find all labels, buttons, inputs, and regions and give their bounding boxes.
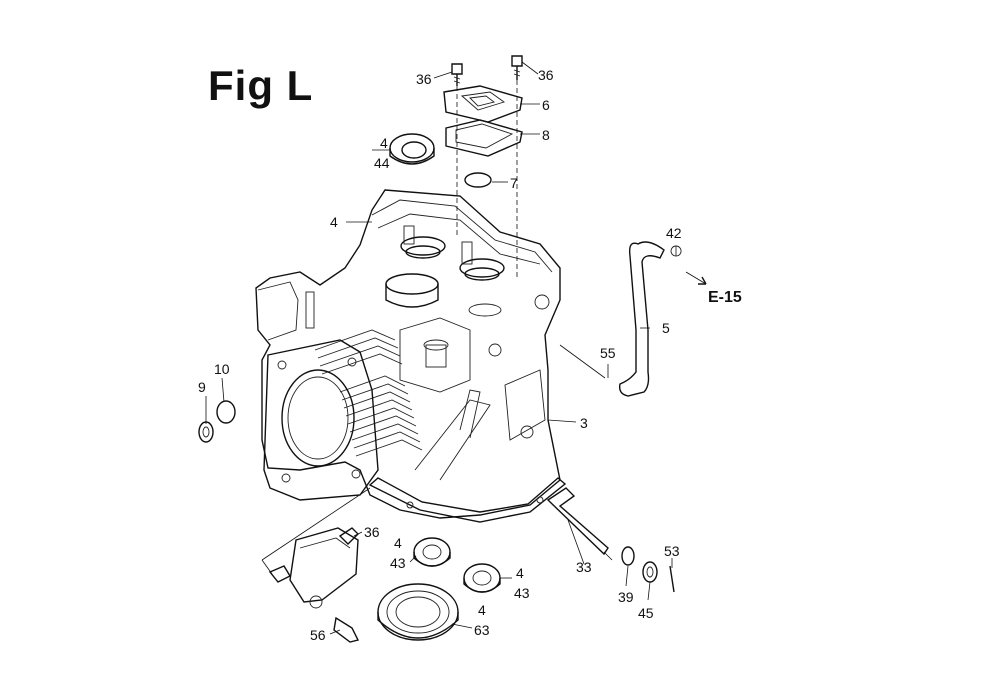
mount-bracket: [268, 527, 360, 643]
callout-3: 3: [580, 415, 588, 431]
callout-8: 8: [542, 127, 550, 143]
figure-title: Fig L: [208, 62, 314, 109]
bolt-36-right: [511, 55, 523, 80]
callout-4-bearing-left: 4: [394, 535, 402, 551]
callout-36-bracket: 36: [364, 524, 380, 540]
reference-label: E-15: [708, 289, 742, 306]
callout-5: 5: [662, 320, 670, 336]
plug-9: [198, 421, 214, 443]
callout-9: 9: [198, 379, 206, 395]
clip-53: [669, 565, 675, 593]
callout-43-right: 43: [514, 585, 530, 601]
pin-45: [642, 561, 658, 583]
crankcase-drawing: [255, 189, 567, 523]
callout-7: 7: [510, 175, 518, 191]
callout-33: 33: [576, 559, 592, 575]
breather-tube-5: [618, 241, 682, 397]
callout-42: 42: [666, 225, 682, 241]
callout-56: 56: [310, 627, 326, 643]
callout-63: 63: [474, 622, 490, 638]
callout-36-top-left: 36: [416, 71, 432, 87]
callout-39: 39: [618, 589, 634, 605]
leader-lines: [205, 61, 707, 635]
callout-4-seal: 4: [380, 135, 388, 151]
governor-shaft-33: [546, 487, 613, 561]
main-bearing-63: [377, 583, 459, 641]
callout-labels: 36 36 6 8 4 44 7 4 42 5 55 10 9 3 36 4 4…: [198, 67, 742, 643]
callout-4-block: 4: [330, 214, 338, 230]
callout-6: 6: [542, 97, 550, 113]
cooling-fins: [314, 329, 423, 457]
callout-4-bearing-right: 4: [516, 565, 524, 581]
callout-10: 10: [214, 361, 230, 377]
bearing-43-left: [413, 537, 451, 567]
callout-44: 44: [374, 155, 390, 171]
bearing-43-right: [463, 563, 501, 593]
callout-53: 53: [664, 543, 680, 559]
washer-39: [621, 546, 635, 566]
callout-4-main-bearing: 4: [478, 602, 486, 618]
seal-10: [216, 400, 236, 424]
oil-seal-44: [389, 133, 435, 165]
callout-43-left: 43: [390, 555, 406, 571]
callout-36-top-right: 36: [538, 67, 554, 83]
breather-cover-group: [443, 55, 523, 280]
o-ring-7: [464, 172, 492, 188]
bolt-36-left: [451, 63, 463, 86]
callout-45: 45: [638, 605, 654, 621]
callout-55: 55: [600, 345, 616, 361]
